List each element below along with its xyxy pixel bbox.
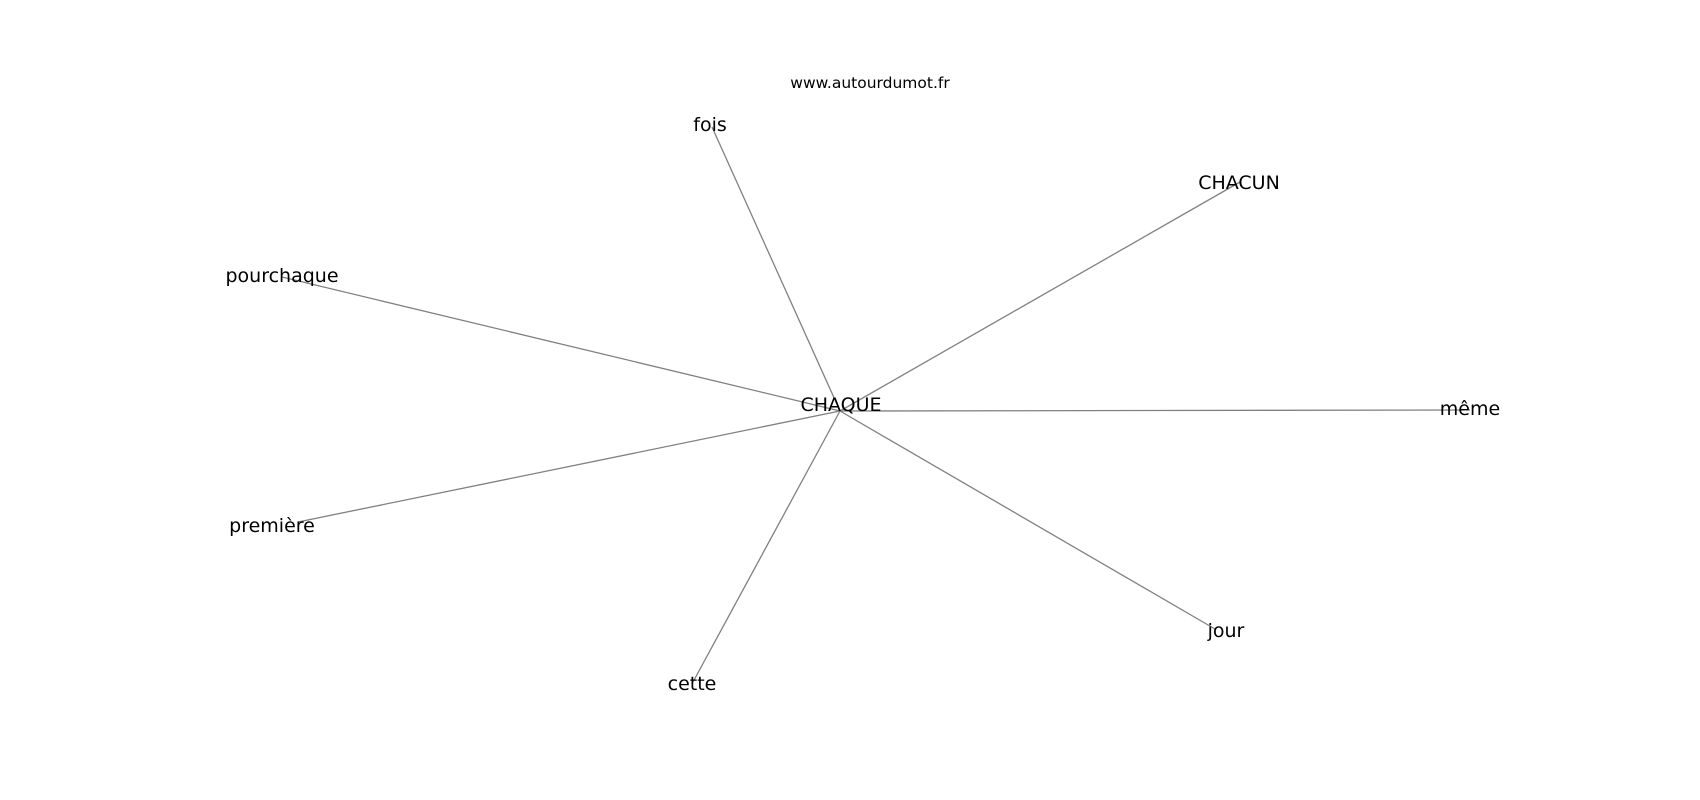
node-label-chacun[interactable]: CHACUN xyxy=(1198,172,1280,194)
edge-center-cette xyxy=(692,410,841,683)
node-label-cette[interactable]: cette xyxy=(668,673,717,695)
edge-center-premiere xyxy=(297,410,841,523)
edge-center-meme xyxy=(839,409,1471,412)
node-label-jour[interactable]: jour xyxy=(1207,620,1245,642)
node-label-center[interactable]: CHAQUE xyxy=(800,394,881,416)
edge-center-pourchaque xyxy=(281,276,841,412)
node-label-fois[interactable]: fois xyxy=(693,114,727,136)
node-label-pourchaque[interactable]: pourchaque xyxy=(225,265,338,287)
node-label-premiere[interactable]: première xyxy=(229,515,315,537)
site-watermark: www.autourdumot.fr xyxy=(790,74,950,92)
node-label-meme[interactable]: même xyxy=(1440,398,1500,420)
edge-center-jour xyxy=(839,410,1216,630)
graph-edges xyxy=(281,126,1471,683)
edge-center-chacun xyxy=(839,181,1241,412)
edge-center-fois xyxy=(711,126,841,412)
